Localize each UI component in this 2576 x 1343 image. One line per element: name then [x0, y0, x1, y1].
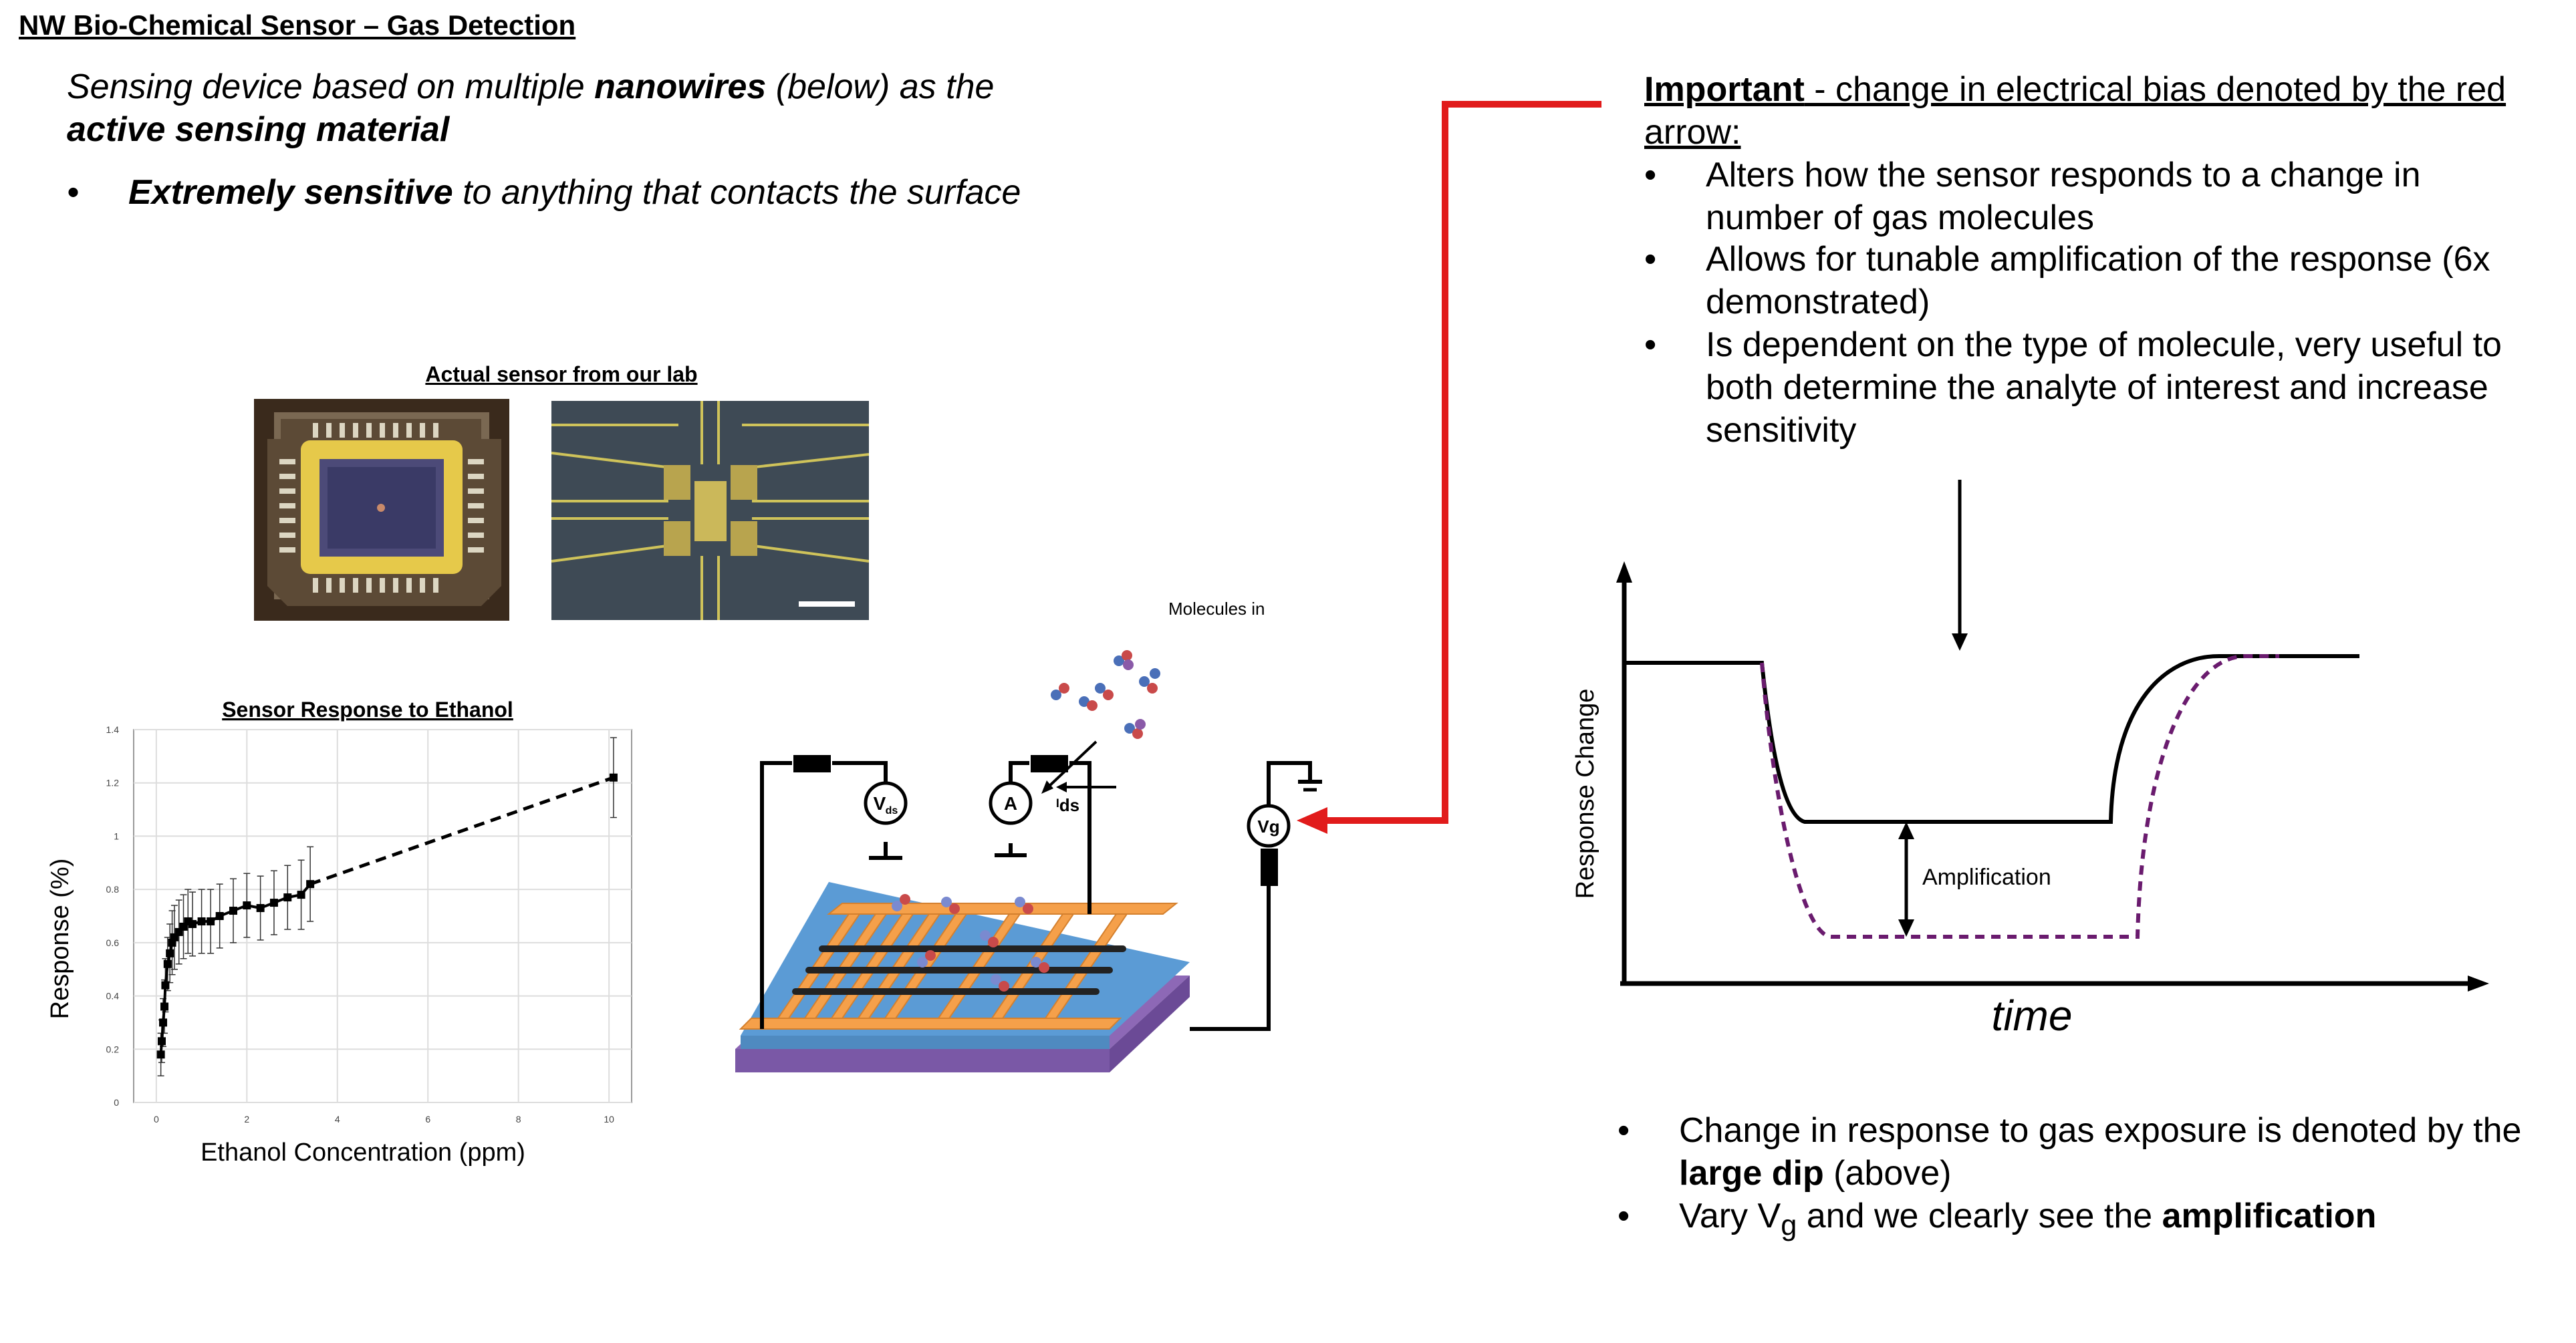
ids-label: ᴵds [1056, 795, 1079, 815]
chart-xlabel: Ethanol Concentration (ppm) [201, 1139, 525, 1167]
data-point [156, 1050, 165, 1059]
x-tick-label: 0 [154, 1114, 159, 1125]
chart-title: Sensor Response to Ethanol [222, 698, 513, 722]
ammeter [989, 781, 1033, 825]
bullet-dot: • [67, 173, 80, 212]
data-point [161, 981, 170, 990]
vds-meter [864, 781, 908, 825]
adsorbed-molecules [892, 894, 1049, 992]
ammeter-label: A [1004, 793, 1017, 814]
data-point [215, 912, 224, 920]
data-point [207, 917, 215, 925]
x-tick-label: 10 [604, 1114, 614, 1125]
bullet-dot: • [1618, 1197, 1630, 1235]
intro-pre: Sensing device based on multiple [67, 67, 595, 106]
bottom-bullet-mid: and we clearly see the [1797, 1197, 2162, 1235]
y-tick-label: 0 [114, 1097, 119, 1108]
data-point [283, 893, 292, 902]
y-tick-label: 1.4 [106, 724, 120, 735]
bullet-dot: • [1618, 1111, 1630, 1150]
y-tick-label: 0.2 [106, 1044, 120, 1054]
response-diagram-svg: Response Change time Amplification [1571, 480, 2489, 1040]
ethanol-chart-svg: Sensor Response to Ethanol Response (%) … [46, 698, 632, 1167]
diagram-ylabel: Response Change [1571, 689, 1599, 899]
intro-text: Sensing device based on multiple nanowir… [67, 65, 1029, 151]
trend-line [309, 776, 614, 886]
data-point [269, 899, 278, 907]
sensor-schematic: Molecules in [722, 588, 1464, 1116]
chip-photo [254, 399, 509, 621]
important-bullet-text: Is dependent on the type of molecule, ve… [1706, 325, 2502, 450]
data-point [229, 907, 237, 915]
molecules-label: Molecules in [1168, 599, 1265, 619]
bottom-bullet-bold: large dip [1679, 1154, 1824, 1193]
data-point [297, 891, 305, 899]
bottom-bullet-text: Change in response to gas exposure is de… [1679, 1109, 2535, 1195]
bullet-dot: • [1644, 240, 1657, 279]
sensor-schematic-svg: Molecules in [735, 599, 1322, 1072]
x-tick-label: 2 [244, 1114, 249, 1125]
microscope-photo [551, 401, 869, 620]
important-heading: Important [1644, 70, 1805, 109]
data-point [163, 959, 172, 968]
bottom-bullet-bold: amplification [2162, 1197, 2377, 1235]
data-point [188, 919, 197, 928]
molecule-cluster [1051, 650, 1160, 739]
important-bullet-text: Alters how the sensor responds to a chan… [1706, 156, 2421, 237]
bottom-bullet-sub: g [1781, 1209, 1797, 1242]
vds-label: V [874, 793, 886, 814]
bottom-bullet-post: (above) [1823, 1154, 1952, 1193]
nanowires [792, 945, 1126, 995]
x-tick-label: 6 [425, 1114, 430, 1125]
data-point [243, 901, 251, 910]
y-tick-label: 0.4 [106, 991, 120, 1002]
y-tick-label: 0.8 [106, 884, 120, 895]
page-title: NW Bio-Chemical Sensor – Gas Detection [19, 9, 576, 41]
data-point [160, 1002, 169, 1011]
left-bullet-text: Extremely sensitive to anything that con… [128, 171, 1024, 214]
y-tick-label: 1 [114, 831, 119, 841]
data-point [166, 949, 174, 957]
important-text: Important - change in electrical bias de… [1644, 68, 2513, 154]
important-bullet-text: Allows for tunable amplification of the … [1706, 240, 2490, 321]
ethanol-chart: Sensor Response to Ethanol Response (%) … [40, 688, 642, 1176]
photos-caption: Actual sensor from our lab [425, 362, 698, 386]
y-tick-label: 1.2 [106, 778, 120, 788]
data-point [306, 880, 315, 889]
x-tick-label: 8 [516, 1114, 521, 1125]
red-bias-arrow [1297, 101, 1601, 834]
amplification-label: Amplification [1922, 865, 2051, 890]
intro-bold-material: active sensing material [67, 110, 450, 149]
data-point [256, 904, 265, 913]
intro-bold-nanowires: nanowires [594, 67, 767, 106]
data-point [159, 1018, 168, 1027]
data-point [170, 933, 178, 941]
left-bullet-rest: to anything that contacts the surface [453, 173, 1021, 212]
vds-sub: ds [886, 805, 898, 816]
bullet-dot: • [1644, 156, 1657, 194]
data-point [609, 773, 618, 782]
bottom-bullet-pre: Change in response to gas exposure is de… [1679, 1111, 2522, 1150]
bottom-bullet-pre: Vary V [1679, 1197, 1781, 1235]
diagram-xlabel: time [1992, 992, 2073, 1040]
vg-label: Vg [1257, 816, 1279, 837]
intro-mid: (below) as the [766, 67, 995, 106]
bullet-dot: • [1644, 325, 1657, 364]
bottom-bullet-text: Vary Vg and we clearly see the amplifica… [1679, 1195, 2535, 1247]
y-tick-label: 0.6 [106, 937, 120, 948]
important-rest: - change in electrical bias denoted by t… [1644, 70, 2506, 152]
data-point [197, 917, 206, 925]
plot-frame [133, 729, 632, 1103]
x-tick-label: 4 [335, 1114, 340, 1125]
chart-ylabel: Response (%) [46, 859, 74, 1020]
data-point [157, 1037, 166, 1046]
vg-source [1247, 804, 1291, 848]
response-diagram: Response Change time Amplification [1551, 474, 2500, 1062]
left-bullet-bold: Extremely sensitive [128, 173, 453, 212]
